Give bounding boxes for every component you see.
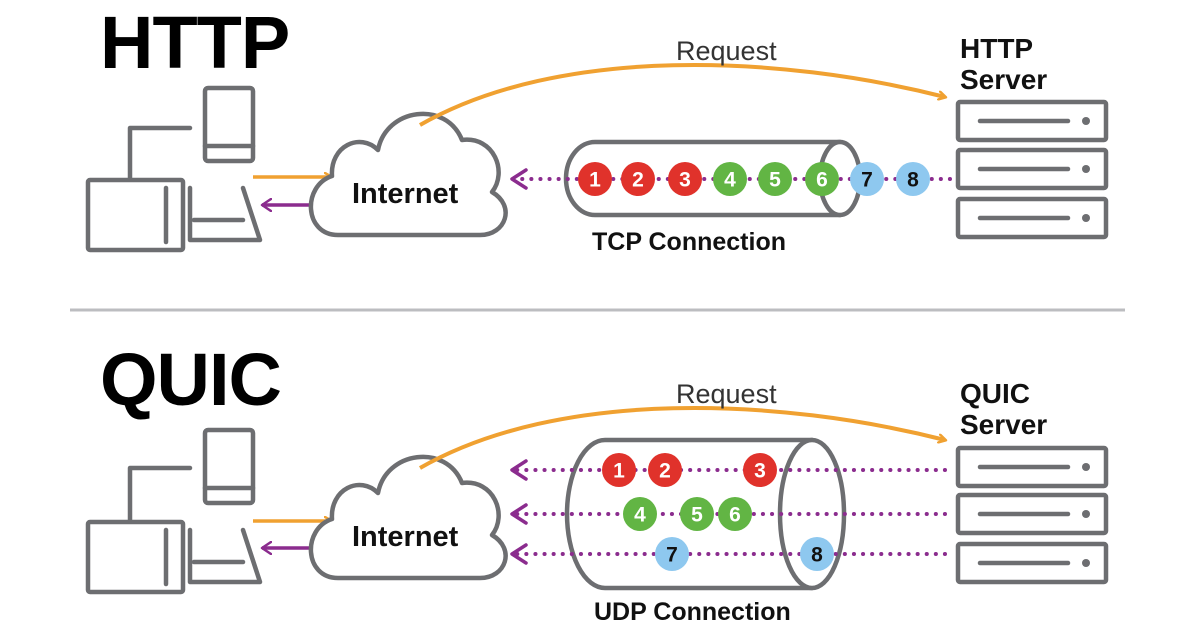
server-rack-icon [955, 99, 1109, 240]
quic-title: QUIC [100, 338, 281, 421]
packet-8: 8 [800, 537, 834, 571]
packet-circle [743, 453, 777, 487]
packet-number: 4 [634, 504, 646, 527]
packet-circle [680, 497, 714, 531]
request-curve [419, 63, 945, 127]
packet-circle [578, 162, 612, 196]
cloud-icon [308, 111, 508, 238]
packet-5: 5 [758, 162, 792, 196]
desktop-computer-icon [85, 465, 193, 595]
packet-number: 7 [861, 169, 873, 192]
packet-circle [850, 162, 884, 196]
packet-number: 3 [679, 169, 691, 192]
packet-number: 3 [754, 460, 766, 483]
packet-number: 8 [907, 169, 919, 192]
quic-client-devices [85, 427, 263, 595]
laptop-icon [187, 185, 263, 243]
server-unit [955, 445, 1109, 489]
quic-section: QUIC Internet Request [85, 338, 1109, 626]
packet-circle [623, 497, 657, 531]
internet-label: Internet [352, 521, 459, 553]
packet-number: 6 [816, 169, 828, 192]
packet-7: 7 [850, 162, 884, 196]
server-unit [955, 541, 1109, 585]
server-label-line2: Server [960, 64, 1047, 95]
packet-number: 6 [729, 504, 741, 527]
packet-4: 4 [623, 497, 657, 531]
request-label: Request [676, 379, 777, 409]
server-label-line2: Server [960, 409, 1047, 440]
packet-number: 1 [613, 460, 625, 483]
desktop-computer-icon [85, 125, 193, 253]
packet-6: 6 [718, 497, 752, 531]
server-unit [955, 99, 1109, 143]
packet-1: 1 [578, 162, 612, 196]
server-rack-icon [955, 445, 1109, 585]
cloud-icon [308, 454, 508, 581]
packet-circle [800, 537, 834, 571]
packet-number: 1 [589, 169, 601, 192]
packet-circle [758, 162, 792, 196]
packet-7: 7 [655, 537, 689, 571]
packet-number: 5 [691, 504, 703, 527]
packet-number: 7 [666, 544, 678, 567]
tcp-packet-flow: 1 2 3 4 5 6 7 8 [510, 162, 952, 196]
flow-arrowhead [510, 543, 528, 565]
packet-number: 8 [811, 544, 823, 567]
server-unit [955, 147, 1109, 191]
request-curve [419, 406, 945, 470]
packet-5: 5 [680, 497, 714, 531]
packet-circle [805, 162, 839, 196]
server-unit [955, 196, 1109, 240]
request-label: Request [676, 36, 777, 66]
packet-circle [655, 537, 689, 571]
internet-label: Internet [352, 178, 459, 210]
packet-number: 5 [769, 169, 781, 192]
packet-number: 2 [632, 169, 644, 192]
packet-circle [718, 497, 752, 531]
http-title: HTTP [100, 1, 289, 84]
packet-circle [896, 162, 930, 196]
packet-2: 2 [648, 453, 682, 487]
http-section: HTTP Internet Request [85, 1, 1109, 256]
flow-arrowhead [510, 459, 528, 481]
server-unit [955, 492, 1109, 536]
packet-6: 6 [805, 162, 839, 196]
packet-2: 2 [621, 162, 655, 196]
flow-arrowhead [510, 168, 528, 190]
smartphone-icon [202, 85, 256, 164]
packet-circle [621, 162, 655, 196]
packet-1: 1 [602, 453, 636, 487]
laptop-icon [187, 527, 263, 585]
udp-packet-flow: 1 2 3 4 5 6 7 8 [510, 453, 947, 571]
flow-arrowhead [510, 503, 528, 525]
packet-3: 3 [743, 453, 777, 487]
packet-circle [648, 453, 682, 487]
packet-circle [668, 162, 702, 196]
tcp-connection-label: TCP Connection [592, 228, 786, 256]
smartphone-icon [202, 427, 256, 506]
packet-3: 3 [668, 162, 702, 196]
packet-number: 2 [659, 460, 671, 483]
packet-circle [713, 162, 747, 196]
packet-4: 4 [713, 162, 747, 196]
server-label-line1: QUIC [960, 378, 1030, 409]
packet-circle [602, 453, 636, 487]
udp-connection-label: UDP Connection [594, 598, 791, 626]
http-client-devices [85, 85, 263, 253]
server-label-line1: HTTP [960, 33, 1033, 64]
packet-8: 8 [896, 162, 930, 196]
packet-number: 4 [724, 169, 736, 192]
